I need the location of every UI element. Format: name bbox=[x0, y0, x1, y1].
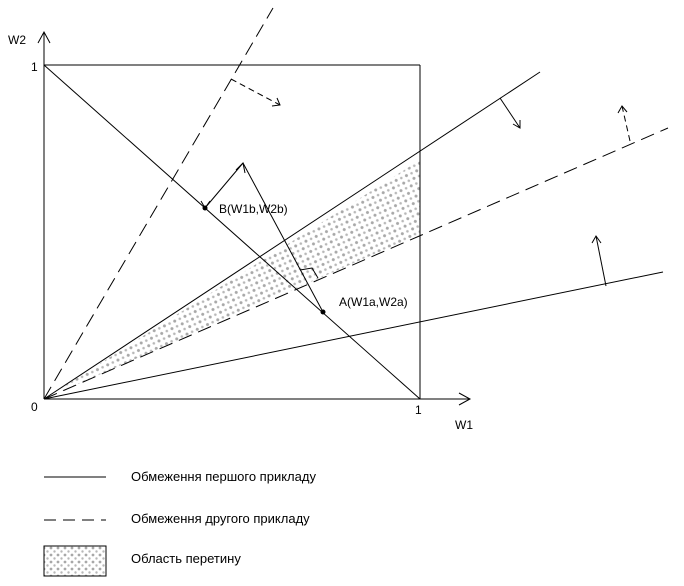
axes bbox=[37, 30, 472, 406]
point-b-label: B(W1b,W2b) bbox=[219, 202, 288, 216]
legend-dashed-label: Обмеження другого прикладу bbox=[131, 511, 310, 526]
y-axis-label: W2 bbox=[8, 33, 26, 47]
dashed-normals bbox=[230, 78, 631, 142]
y-axis-arrowhead bbox=[37, 30, 51, 44]
solid-line-upper bbox=[43, 71, 541, 400]
point-a-label: A(W1a,W2a) bbox=[339, 295, 408, 309]
dashed-line-steep bbox=[43, 7, 274, 400]
intersection-region bbox=[44, 160, 420, 399]
solid-lower-normal-arrowhead bbox=[591, 235, 602, 244]
legend: Обмеження першого прикладу Обмеження дру… bbox=[43, 469, 316, 577]
diagonal-line bbox=[43, 64, 421, 400]
unit-square bbox=[44, 64, 421, 399]
legend-solid-label: Обмеження першого прикладу bbox=[131, 469, 316, 484]
legend-region-swatch bbox=[43, 545, 107, 577]
x-axis-label: W1 bbox=[455, 418, 473, 432]
dashed-shallow-normal-arrow bbox=[621, 105, 631, 142]
solid-lower-normal-arrow bbox=[595, 235, 607, 287]
vector-tip-arrowhead bbox=[235, 161, 246, 174]
solid-upper-normal-arrow bbox=[499, 97, 521, 129]
dashed-steep-normal-arrowhead bbox=[271, 97, 281, 107]
origin-label: 0 bbox=[31, 400, 38, 414]
dashed-steep-normal-arrow bbox=[230, 78, 281, 106]
right-angle-marker bbox=[299, 267, 319, 279]
point-b bbox=[202, 205, 208, 211]
vector-construction bbox=[200, 161, 324, 313]
y-tick-label: 1 bbox=[31, 60, 38, 74]
dashed-shallow-normal-arrowhead bbox=[617, 105, 628, 114]
solid-upper-normal-arrowhead bbox=[512, 120, 521, 129]
dashed-constraints bbox=[43, 7, 669, 400]
solid-constraints bbox=[43, 71, 664, 400]
point-a bbox=[320, 309, 326, 315]
solid-line-lower bbox=[43, 271, 664, 400]
x-tick-label: 1 bbox=[415, 403, 422, 417]
x-axis-arrowhead bbox=[458, 392, 472, 406]
vector-b-to-tip bbox=[204, 162, 244, 209]
legend-region-label: Область перетину bbox=[131, 551, 241, 566]
dashed-line-shallow bbox=[43, 127, 669, 400]
vector-tip-to-a bbox=[242, 162, 324, 313]
